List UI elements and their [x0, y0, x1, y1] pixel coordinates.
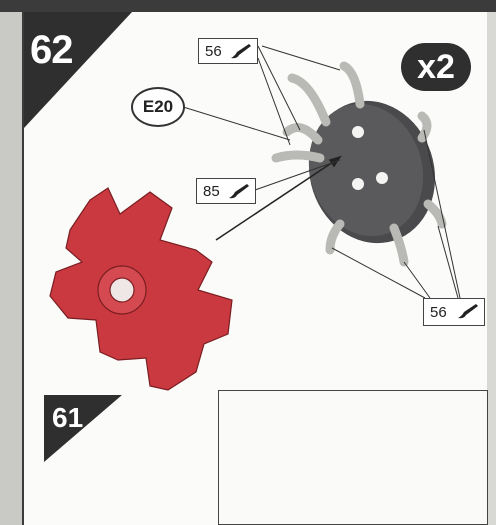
paint-callout-1: 56 [198, 38, 258, 64]
step-number-current: 62 [30, 28, 73, 73]
paint-code: 56 [430, 304, 447, 321]
paint-callout-2: 85 [196, 178, 256, 204]
quantity-badge: x2 [401, 43, 471, 91]
paint-brush-icon [227, 182, 251, 204]
page-top-strip [0, 0, 496, 12]
paint-brush-icon [229, 42, 253, 64]
step-number-previous: 61 [52, 402, 83, 434]
paint-callout-3: 56 [423, 298, 485, 326]
paint-brush-icon [456, 302, 480, 324]
result-inset [218, 390, 488, 525]
part-reference: E20 [131, 87, 185, 127]
paint-code: 85 [203, 183, 220, 200]
paint-code: 56 [205, 43, 222, 60]
